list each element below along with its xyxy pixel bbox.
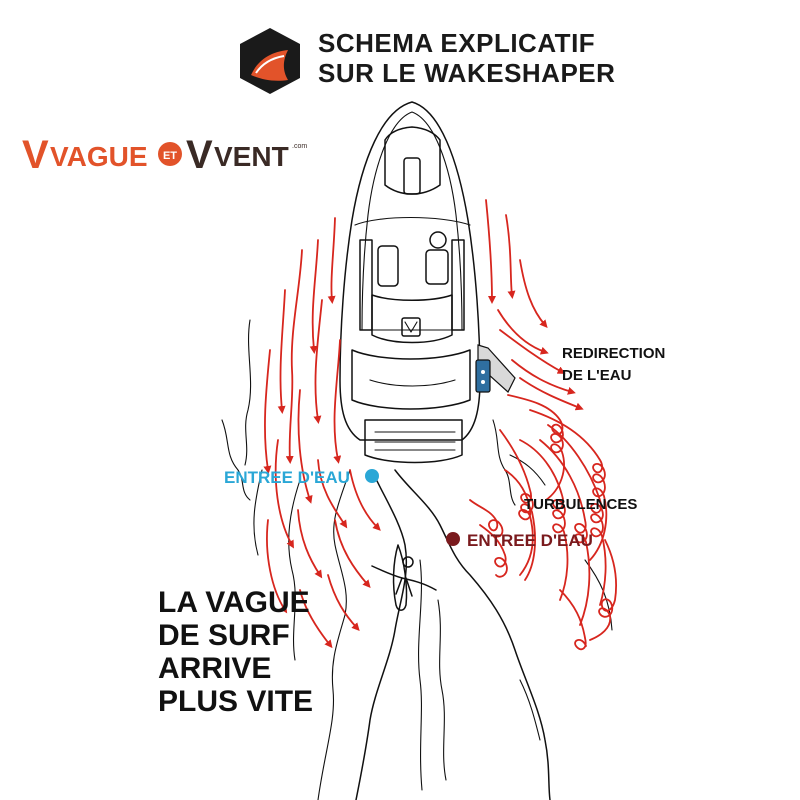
flow-arrow <box>334 519 371 589</box>
flow-arrow <box>519 259 548 329</box>
turbulence-spiral <box>469 499 504 538</box>
entry-point-red <box>446 532 460 546</box>
brand-logo: V VAGUE ET V VENT .com <box>22 133 307 177</box>
flow-arrow <box>297 509 323 579</box>
flow-arrow <box>499 329 566 374</box>
flow-arrow <box>299 589 333 649</box>
caption-line-1: LA VAGUE <box>158 586 310 619</box>
logo-text-vague: VAGUE <box>50 141 148 172</box>
turbulences-label: TURBULENCES <box>524 496 637 513</box>
flow-arrow <box>333 339 342 464</box>
turbulence-spiral <box>479 524 508 578</box>
entry-label-red: ENTREE D'EAU <box>467 531 593 550</box>
redirection-label-line-1: REDIRECTION <box>562 345 665 362</box>
flow-arrow <box>297 389 313 504</box>
flow-arrow <box>285 249 303 464</box>
title-line-2: SUR LE WAKESHAPER <box>318 58 615 88</box>
flow-arrows-right <box>485 199 584 411</box>
caption-line-2: DE SURF <box>158 619 290 652</box>
turbulence-spiral <box>547 424 607 606</box>
flow-arrow <box>317 459 348 529</box>
wakeshaper-emblem-icon <box>240 28 300 94</box>
flow-arrow <box>349 469 381 531</box>
turbulence-spirals <box>469 394 618 651</box>
logo-text-et: ET <box>163 150 177 162</box>
flow-arrow <box>511 359 576 395</box>
logo-text-vent: VENT <box>214 141 289 172</box>
flow-arrow <box>327 574 360 631</box>
flow-arrow <box>485 199 496 304</box>
flow-arrow <box>263 349 272 474</box>
title-line-1: SCHEMA EXPLICATIF <box>318 28 595 58</box>
logo-initial-v: V <box>22 133 49 177</box>
logo-initial-v2: V <box>186 133 213 177</box>
turbulence-spiral <box>499 429 536 581</box>
redirection-label-line-2: DE L'EAU <box>562 367 631 384</box>
flow-arrow <box>309 239 319 354</box>
entry-label-blue: ENTREE D'EAU <box>224 468 350 487</box>
flow-arrow <box>327 217 336 304</box>
wakeshaper-device <box>475 344 516 393</box>
turbulence-spiral <box>519 439 569 601</box>
turbulence-spiral <box>559 589 587 651</box>
flow-arrow <box>277 289 286 414</box>
turbulence-spiral <box>539 439 591 626</box>
flow-arrows-left <box>263 217 381 649</box>
logo-suffix: .com <box>292 143 307 150</box>
labels: ENTREE D'EAU ENTREE D'EAU REDIRECTION DE… <box>158 345 665 718</box>
surfer <box>371 544 437 611</box>
turbulence-spiral <box>504 469 534 576</box>
flow-arrow <box>274 439 294 549</box>
flow-arrow <box>519 377 584 411</box>
header: SCHEMA EXPLICATIF SUR LE WAKESHAPER <box>240 28 615 94</box>
caption-line-3: ARRIVE <box>158 652 271 685</box>
flow-arrow <box>505 214 516 299</box>
flow-arrow <box>313 299 323 424</box>
logo-et-badge <box>158 142 182 166</box>
turbulence-spiral <box>589 539 618 641</box>
entry-point-blue <box>365 469 379 483</box>
turbulence-spiral <box>507 394 565 501</box>
boat <box>339 101 516 464</box>
caption-line-4: PLUS VITE <box>158 685 313 718</box>
turbulence-spiral <box>529 409 608 561</box>
flow-arrow <box>266 519 288 614</box>
flow-arrow <box>497 309 549 355</box>
